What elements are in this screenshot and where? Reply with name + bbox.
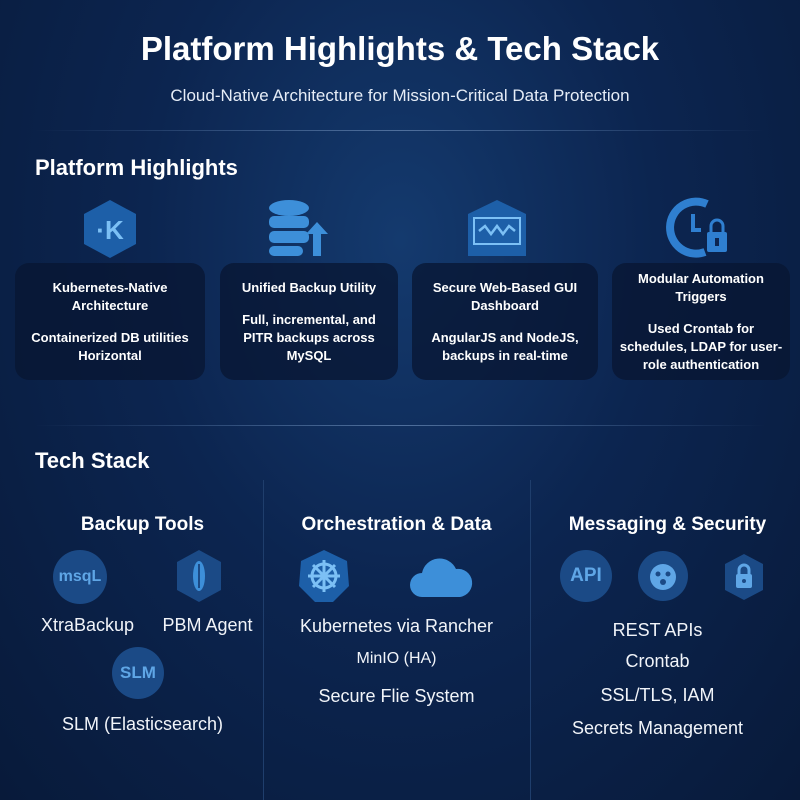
mysql-icon: msqL (53, 550, 107, 604)
page-title: Platform Highlights & Tech Stack (140, 30, 660, 67)
column-divider (263, 480, 264, 800)
tech-item-minio: MinIO (HA) (356, 650, 437, 667)
tech-stack-heading: Tech Stack (35, 448, 150, 473)
divider (35, 425, 765, 426)
tech-item-pbm-agent: PBM Agent (162, 615, 253, 635)
cloud-icon (408, 555, 474, 599)
dashboard-monitor-icon (466, 198, 528, 258)
lock-shield-icon (723, 552, 765, 602)
ldap-icon (637, 550, 689, 602)
kubernetes-icon: ·K (80, 198, 140, 260)
card-description: Used Crontab for schedules, LDAP for use… (619, 320, 783, 372)
tech-item-rest-apis: REST APIs (612, 620, 703, 640)
card-description: Containerized DB utilities Horizontal (31, 329, 189, 363)
card-title: Kubernetes-Native Architecture (52, 279, 168, 313)
column-title-orchestration: Orchestration & Data (301, 514, 492, 535)
highlights-heading: Platform Highlights (35, 155, 238, 180)
tech-item-crontab: Crontab (625, 651, 690, 671)
api-icon: API (560, 550, 612, 602)
card-title: Modular Automation Triggers (638, 270, 764, 304)
tech-item-ssl-iam: SSL/TLS, IAM (600, 685, 715, 705)
card-title: Unified Backup Utility (241, 279, 377, 295)
tech-item-xtrabackup: XtraBackup (40, 615, 135, 635)
tech-item-slm: SLM (Elasticsearch) (61, 714, 224, 734)
tech-item-kubernetes: Kubernetes via Rancher (299, 616, 494, 636)
page-subtitle: Cloud-Native Architecture for Mission-Cr… (170, 86, 630, 105)
card-description: AngularJS and NodeJS, backups in real-ti… (431, 329, 579, 363)
card-title: Secure Web-Based GUI Dashboard (432, 279, 578, 313)
divider (35, 130, 765, 131)
kubernetes-helm-icon (297, 548, 351, 604)
database-upload-icon (265, 198, 331, 258)
clock-lock-icon (665, 196, 735, 260)
mongodb-leaf-icon (175, 548, 223, 604)
tech-item-file-system: Secure Flie System (318, 686, 475, 706)
slm-icon: SLM (112, 647, 164, 699)
svg-text:·K: ·K (96, 215, 124, 245)
tech-item-secrets: Secrets Management (571, 718, 744, 738)
card-description: Full, incremental, and PITR backups acro… (242, 311, 376, 363)
column-title-backup-tools: Backup Tools (80, 514, 205, 535)
column-divider (530, 480, 531, 800)
column-title-messaging: Messaging & Security (568, 514, 767, 535)
